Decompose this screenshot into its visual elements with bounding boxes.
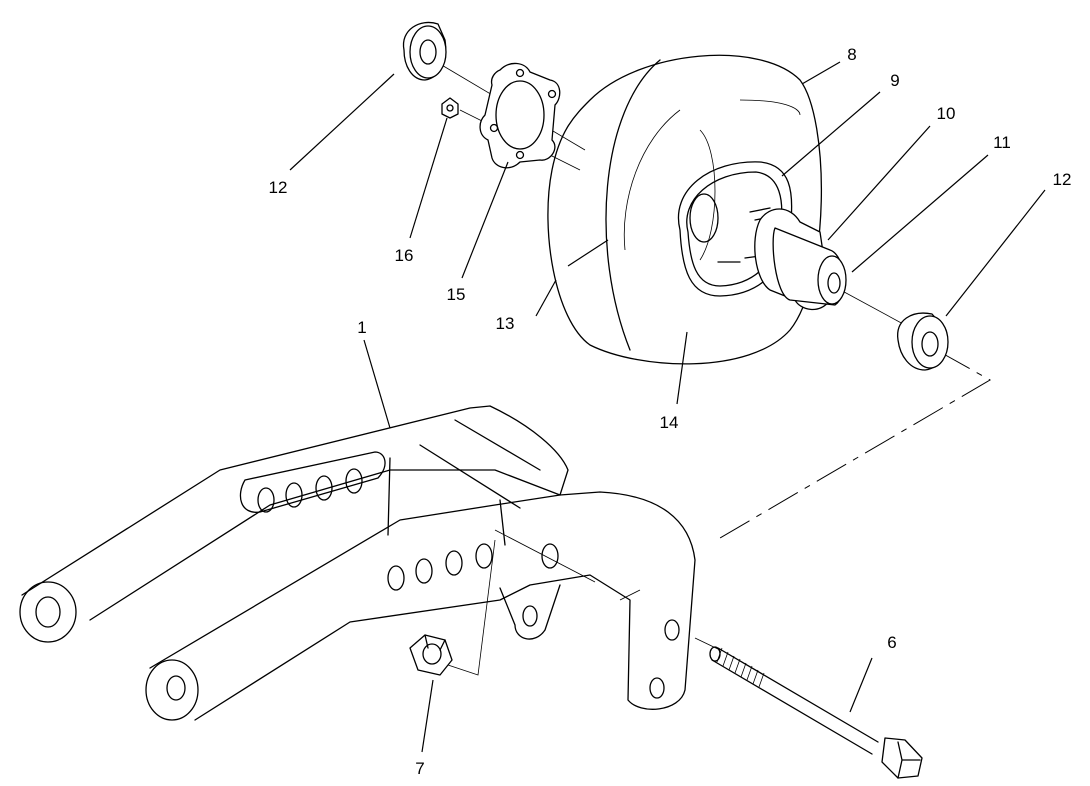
hub-assembly [717,207,847,311]
front-boss-outer [19,581,77,643]
fork-hole-lower [649,677,665,699]
leader-13a [535,279,557,317]
lower-hole-3 [445,550,463,576]
lower-hole-4 [475,543,493,569]
small-nut [441,97,459,119]
fork-axis-line [494,529,641,601]
tab-hole-left [522,605,538,627]
lower-hole-2 [415,558,433,584]
leader-1 [363,339,391,429]
leader-13b [567,239,609,267]
upper-hole-1 [257,487,275,513]
flange-hole-2 [547,89,557,99]
upper-hole-4 [345,468,363,494]
upper-hole-2 [285,482,303,508]
spacer-bore [827,272,841,294]
spacer-end [817,255,847,305]
leader-16 [409,117,448,239]
upper-hole-3 [315,475,333,501]
callout-9: 9 [890,71,899,90]
tire-inner-edge [605,59,661,351]
leader-14 [676,331,688,405]
arm-web [387,457,506,546]
bolt-shank [711,647,879,755]
leader-lines [289,61,1046,753]
tire-inner-contour [623,109,716,261]
callout-11: 11 [993,133,1011,152]
lower-hole-1 [387,565,405,591]
leader-7 [421,679,434,753]
callout-13: 13 [496,314,515,333]
hub-bore [689,193,719,243]
flange-hole-3 [489,123,499,133]
callout-14: 14 [660,413,679,432]
leader-11 [851,154,989,273]
leader-15 [461,161,509,279]
rear-boss-hole [166,675,186,701]
leader-10 [827,125,931,241]
callout-16: 16 [395,246,414,265]
rear-boss-outer [145,659,199,721]
bearing-upper-face [409,25,447,79]
bolt [709,646,923,779]
arm-inner-edges [419,419,541,509]
front-boss-hole [35,596,61,628]
leader-8 [801,61,841,85]
flange-plate-body [479,62,561,169]
bolt-axis-line [694,637,721,651]
flange-plate [479,62,561,169]
lock-nut [409,634,453,676]
nut-bore [422,643,442,665]
callout-15: 15 [447,285,466,304]
callout-8: 8 [847,45,856,64]
leader-12b [945,189,1046,317]
nut-facets [424,634,446,651]
tire-outline [547,54,823,365]
callout-7: 7 [415,759,424,778]
flange-hole-4 [515,150,525,160]
small-nut-bore [446,104,454,112]
bearing-lower [897,312,949,371]
callout-6: 6 [887,633,896,652]
callout-1: 1 [357,318,366,337]
leader-9 [781,91,881,177]
bearing-lower-bore [921,331,939,357]
bearing-upper-bore [419,39,437,65]
lower-arm-outline [149,491,696,721]
bearing-lower-face [911,315,949,369]
bolt-threads [716,647,765,688]
leader-6 [849,657,873,713]
tire-highlight [739,99,801,116]
upper-arm-slot [239,451,386,513]
callout-10: 10 [937,104,956,123]
callout-labels: 1 6 7 8 9 10 11 12 12 13 14 15 16 [269,45,1072,778]
small-nut-body [441,97,459,119]
fork-tab-left [499,584,561,640]
leader-12a [289,73,395,171]
right-axle-line [834,286,906,326]
pivot-hole [541,543,559,569]
bolt-head-facets [897,741,921,779]
fork-hole-upper [664,619,680,641]
flange-hole-1 [515,68,525,78]
nut-body [409,634,453,676]
upper-arm-outline [21,405,569,621]
nut-axis-line [447,539,496,676]
bearing-upper [402,21,447,81]
flange-plate-bore [495,80,545,150]
callout-12-left: 12 [269,178,288,197]
callout-12-right: 12 [1053,170,1072,189]
bearing-to-fork-centerline [719,351,992,539]
caster-arm [19,405,696,721]
axis-lines [439,63,992,676]
